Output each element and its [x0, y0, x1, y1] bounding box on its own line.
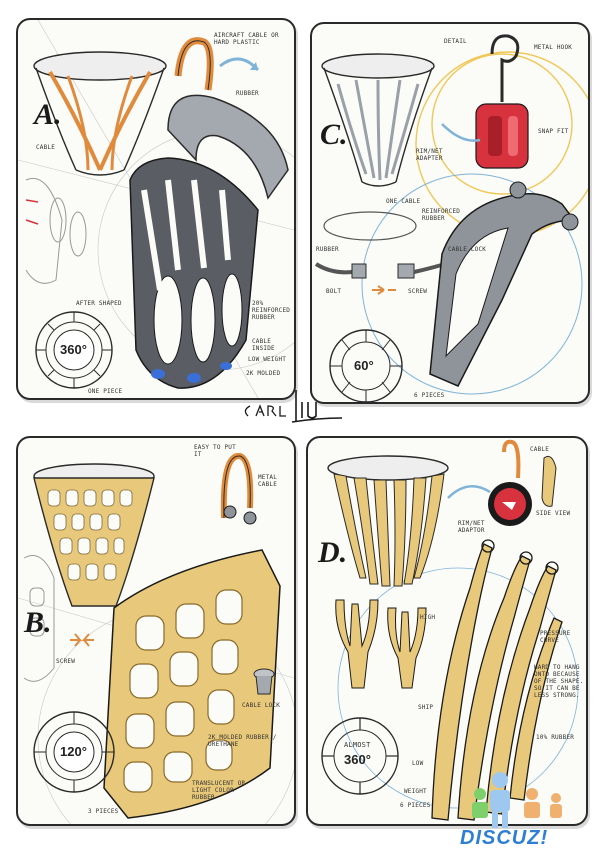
- note-2k-molded-b: 2K MOLDED RUBBER / URETHANE: [208, 734, 277, 748]
- note-side-view: SIDE VIEW: [536, 510, 571, 517]
- sketch-panel-c: C. DETAIL METAL HOOK SNAP FIT RIM/NET AD…: [310, 22, 590, 404]
- note-translucent: TRANSLUCENT OR LIGHT COLOR RUBBER: [192, 780, 246, 801]
- main-part-c: [429, 181, 579, 387]
- note-rim-adapter: RIM/NET ADAPTER: [416, 148, 443, 162]
- note-rim-adaptor: RIM/NET ADAPTOR: [458, 520, 485, 534]
- main-part-b: [103, 505, 281, 819]
- note-reinforced-rubber-c: REINFORCED RUBBER: [422, 208, 461, 222]
- rubber-part-a: [167, 94, 289, 200]
- note-hard-to-hang: HARD TO HANG ONTO BECAUSE OF THE SHAPE. …: [534, 664, 584, 699]
- basket-net-b: [33, 463, 155, 607]
- cable-lock-b: [253, 668, 275, 695]
- note-cable-inside: CABLE INSIDE: [252, 338, 275, 352]
- panel-d-drawing: [321, 439, 579, 821]
- metal-hook: [490, 34, 520, 102]
- rotation-dial-c: [329, 329, 403, 402]
- note-rubber: RUBBER: [236, 90, 259, 97]
- note-cable-lock-c: CABLE LOCK: [448, 246, 487, 253]
- panel-c-drawing: [314, 34, 588, 402]
- signature-drawing: [244, 390, 343, 423]
- note-screw-b: SCREW: [56, 658, 76, 665]
- dial-top-label-d: ALMOST: [344, 741, 371, 749]
- sketch-panel-b: B. EASY TO PUT IT METAL CABLE SCREW CABL…: [16, 436, 296, 826]
- cable-lock-d: [488, 439, 557, 526]
- dial-label-b: 120°: [60, 744, 87, 759]
- dial-label-d: 360°: [344, 752, 371, 767]
- note-10-percent: 10% RUBBER: [536, 734, 575, 741]
- note-metal-hook: METAL HOOK: [534, 44, 573, 51]
- rotation-dial-d: [321, 717, 399, 795]
- rotation-dial-a: [35, 311, 113, 389]
- watermark-text: DISCUZ!: [460, 827, 549, 849]
- note-6-pieces-d: 6 PIECES: [400, 802, 431, 809]
- dial-label-c: 60°: [354, 358, 374, 373]
- note-after-shaped: AFTER SHAPED: [76, 300, 122, 307]
- claw-piece-d: [335, 599, 427, 689]
- note-bolt: BOLT: [326, 288, 342, 295]
- discuz-watermark: DISCUZ!: [460, 768, 590, 850]
- watermark-figures: [472, 772, 562, 828]
- note-6-pieces-c: 6 PIECES: [414, 392, 445, 399]
- panel-b-drawing: [18, 453, 294, 824]
- note-snap-fit: SNAP FIT: [538, 128, 569, 135]
- note-screw: SCREW: [408, 288, 428, 295]
- note-ship: SHIP: [418, 704, 434, 711]
- note-cable-d: CABLE: [530, 446, 550, 453]
- rotation-dial-b: [33, 711, 115, 793]
- main-part-d: [431, 539, 563, 821]
- note-rubber-c: RUBBER: [316, 246, 339, 253]
- basket-net-d: [327, 455, 449, 587]
- basket-net-c: [321, 53, 435, 187]
- note-one-cable: ONE CABLE: [386, 198, 421, 205]
- snap-fit-part: [475, 103, 529, 169]
- note-pressure-curve: PRESSURE CURVE: [540, 630, 571, 644]
- panel-b-letter: B.: [24, 606, 52, 639]
- note-reinforced-rubber: 20% REINFORCED RUBBER: [252, 300, 291, 321]
- panel-a-drawing: [18, 20, 294, 398]
- note-one-piece: ONE PIECE: [88, 388, 123, 395]
- panel-c-letter: C.: [320, 118, 348, 151]
- dial-label-a: 360°: [60, 342, 87, 357]
- note-low-weight: LOW WEIGHT: [248, 356, 287, 363]
- note-3-pieces: 3 PIECES: [88, 808, 119, 815]
- main-part-a: [129, 157, 259, 389]
- artist-signature: [238, 388, 348, 428]
- note-cable-lock-b: CABLE LOCK: [242, 702, 281, 709]
- note-metal-cable: METAL CABLE: [258, 474, 278, 488]
- sketch-panel-a: A. AIRCRAFT CABLE OR HARD PLASTIC RUBBER…: [16, 18, 296, 400]
- note-easy-to-put: EASY TO PUT IT: [194, 444, 236, 458]
- basket-net-a: [33, 51, 167, 176]
- note-2k-molded: 2K MOLDED: [246, 370, 281, 377]
- note-weight: WEIGHT: [404, 788, 427, 795]
- note-aircraft-cable: AIRCRAFT CABLE OR HARD PLASTIC: [214, 32, 279, 46]
- sketch-panel-d: D. CABLE SIDE VIEW RIM/NET ADAPTOR HIGH …: [306, 436, 588, 826]
- panel-a-letter: A.: [34, 98, 62, 131]
- note-detail: DETAIL: [444, 38, 467, 45]
- note-low: LOW: [412, 760, 424, 767]
- panel-d-letter: D.: [318, 536, 348, 569]
- note-high: HIGH: [420, 614, 436, 621]
- note-cable: CABLE: [36, 144, 56, 151]
